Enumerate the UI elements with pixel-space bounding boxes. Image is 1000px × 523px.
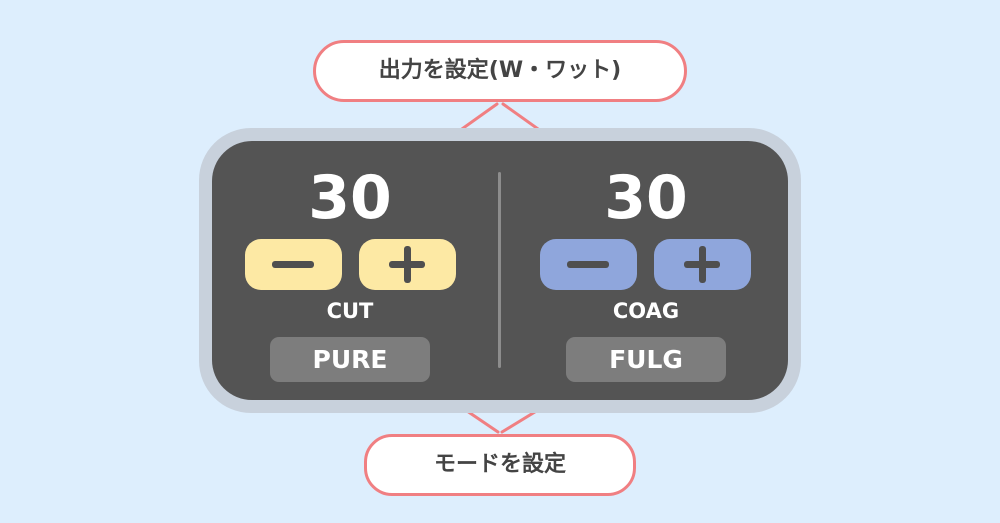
cut-submode-selector[interactable]: PURE: [270, 337, 430, 382]
coag-decrease-button[interactable]: [540, 239, 637, 290]
coag-increase-button[interactable]: [654, 239, 751, 290]
cut-output-value: 30: [308, 163, 392, 233]
minus-icon: [567, 261, 609, 268]
cut-mode-label: CUT: [326, 299, 374, 323]
cut-decrease-button[interactable]: [245, 239, 342, 290]
panel-divider: [498, 172, 501, 368]
output-setting-callout: 出力を設定(W・ワット): [313, 40, 687, 102]
minus-icon: [272, 261, 314, 268]
coag-output-value: 30: [604, 163, 688, 233]
cut-increase-button[interactable]: [359, 239, 456, 290]
coag-mode-label: COAG: [612, 299, 680, 323]
coag-submode-selector[interactable]: FULG: [566, 337, 726, 382]
mode-setting-callout: モードを設定: [364, 434, 636, 496]
